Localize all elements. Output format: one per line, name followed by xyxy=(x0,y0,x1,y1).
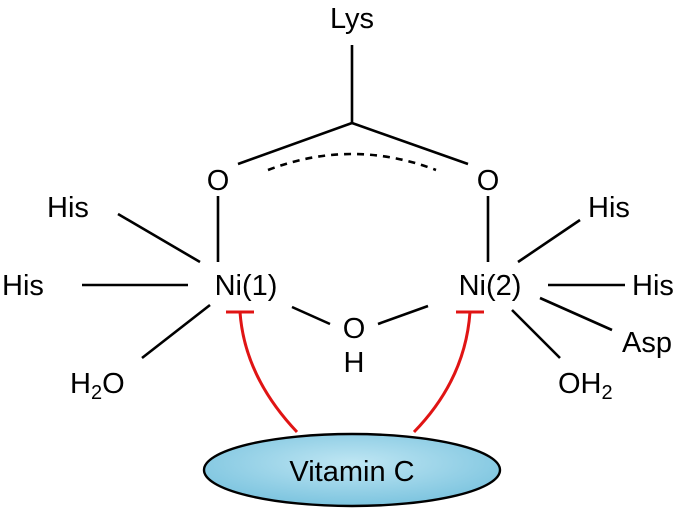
oxygen-right-label: O xyxy=(477,165,500,197)
bridge-hydrogen-label: H xyxy=(344,347,365,379)
ni1-his-left-label: His xyxy=(2,270,44,302)
bond-his-upper-ni2 xyxy=(517,218,581,264)
ni2-asp-label: Asp xyxy=(622,327,672,359)
bond-asp-ni2 xyxy=(539,296,613,332)
vitamin-c-label: Vitamin C xyxy=(289,456,414,488)
bond-carbon-o-right xyxy=(351,121,469,166)
ni1-water-label: H2O xyxy=(70,368,125,404)
bond-carbon-o-left xyxy=(237,121,353,166)
ni2-his-right-label: His xyxy=(632,270,674,302)
inhibition-arrow-ni1 xyxy=(238,311,299,434)
bond-bridge-o-ni2 xyxy=(377,304,429,326)
ni1-his-upper-label: His xyxy=(47,192,89,224)
bond-ni1-bridge-o xyxy=(291,305,331,326)
bond-water-ni1 xyxy=(141,303,211,360)
bond-water-ni2 xyxy=(511,309,561,359)
ni2-his-upper-label: His xyxy=(588,192,630,224)
bridge-oxygen-label: O xyxy=(343,313,366,345)
lys-label: Lys xyxy=(330,3,374,35)
inhibition-arrow-ni2 xyxy=(412,311,472,434)
vitamin-c-ellipse xyxy=(202,432,502,508)
bond-his-upper-ni1 xyxy=(117,212,201,264)
ni1-label: Ni(1) xyxy=(215,270,278,302)
oxygen-left-label: O xyxy=(207,165,230,197)
carboxylate-delocalization xyxy=(267,152,437,172)
ni2-label: Ni(2) xyxy=(459,270,522,302)
ni2-water-label: OH2 xyxy=(558,368,613,404)
